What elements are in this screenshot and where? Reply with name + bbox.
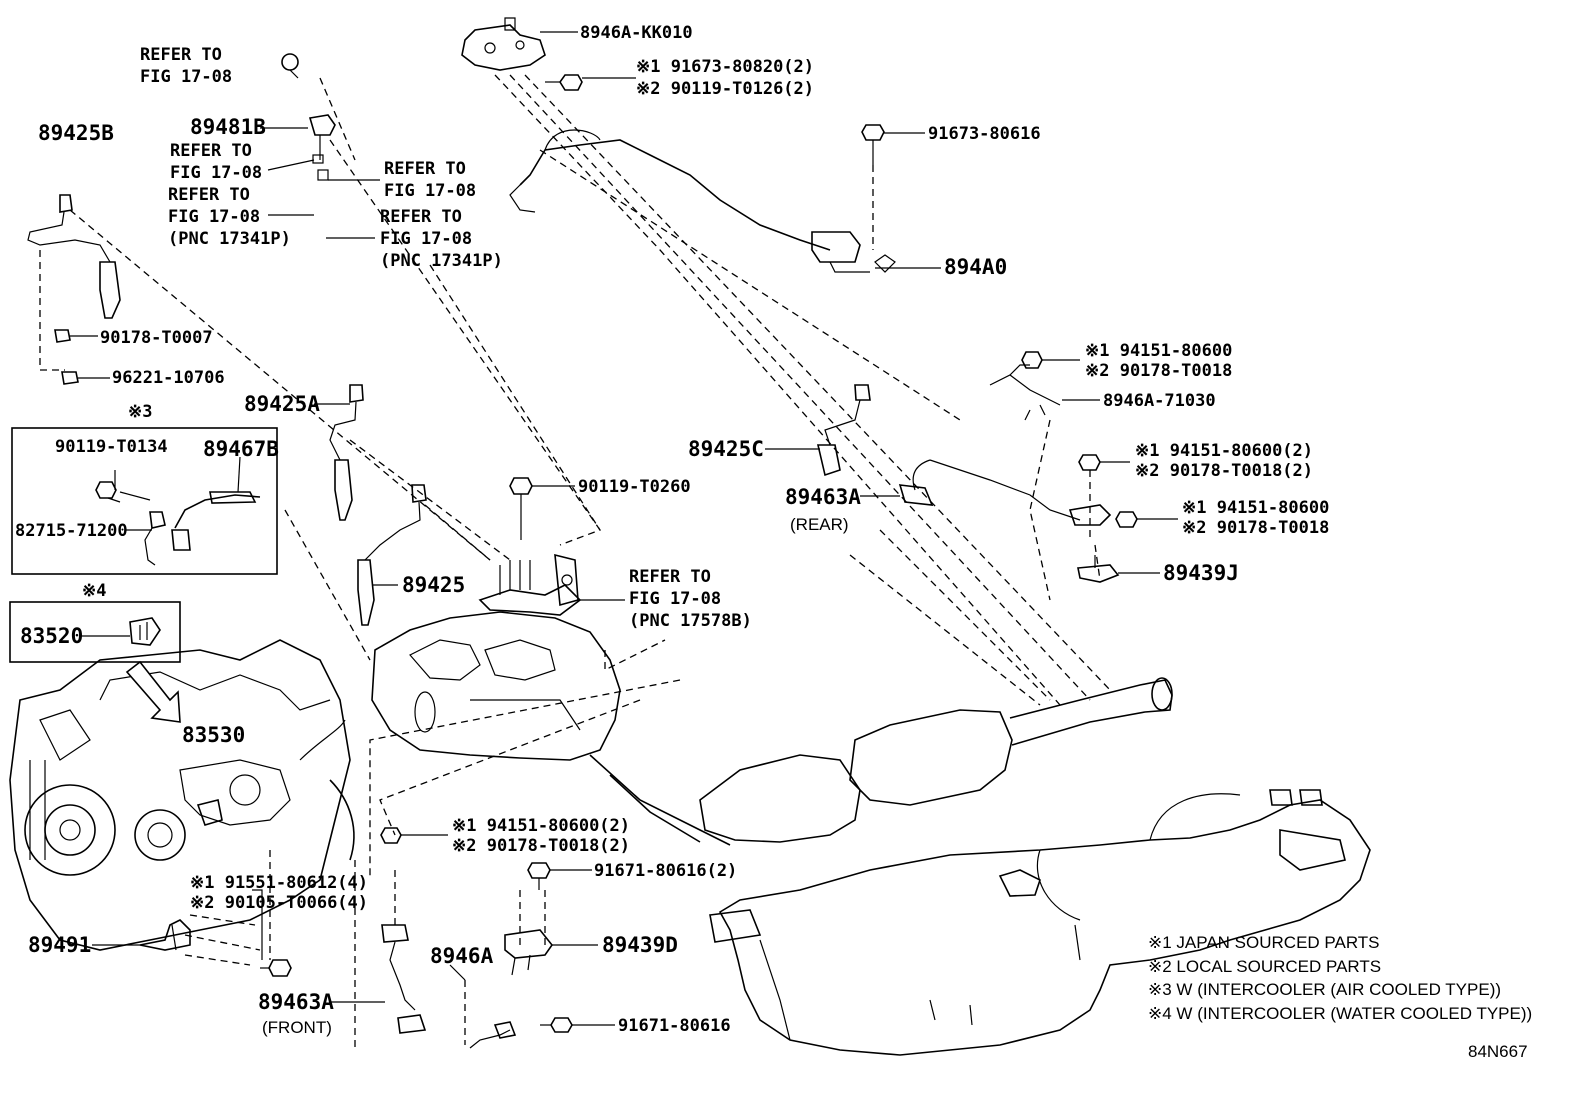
assembly-guide-lines — [39, 74, 1111, 1050]
refer-label-f2: FIG 17-08 — [629, 589, 721, 609]
part-label-90105-t0066: ※2 90105-T0066(4) — [190, 893, 368, 913]
harness-894a0 — [509, 129, 896, 273]
legend-note-4: ※4 W (INTERCOOLER (WATER COOLED TYPE)) — [1148, 1004, 1532, 1023]
part-label-90119-t0126: ※2 90119-T0126(2) — [636, 79, 814, 99]
refer-label-e2: FIG 17-08 — [380, 229, 472, 249]
part-label-89425: 89425 — [402, 573, 465, 597]
refer-label-d1: REFER TO — [168, 185, 250, 205]
part-label-89481b: 89481B — [190, 115, 266, 139]
part-label-90178-t0018-2b: ※2 90178-T0018(2) — [452, 836, 630, 856]
sensor-89491 — [139, 919, 191, 951]
front-position-label: (FRONT) — [262, 1018, 332, 1037]
sensor-89463a-front — [380, 827, 427, 1034]
nut-94151-80600-2a — [1078, 454, 1101, 471]
refer-label-c2: FIG 17-08 — [384, 181, 476, 201]
part-label-89439d: 89439D — [602, 933, 678, 957]
fuel-tank-assembly — [709, 789, 1371, 1056]
leader-lines — [70, 31, 1178, 1026]
sensor-89481b — [308, 114, 336, 181]
engine-assembly — [9, 639, 355, 951]
note3-marker: ※3 — [128, 402, 152, 422]
transmission-assembly — [371, 611, 621, 761]
part-label-89425b: 89425B — [38, 121, 114, 145]
intercooler-air-detail-box — [11, 427, 278, 575]
note4-marker: ※4 — [82, 581, 106, 601]
part-label-89467b: 89467B — [203, 437, 279, 461]
part-label-91673-80820: ※1 91673-80820(2) — [636, 57, 814, 77]
clip-90178-t0007 — [54, 329, 71, 343]
diagram-id: 84N667 — [1468, 1042, 1528, 1061]
nut-94151-80600-b — [1115, 511, 1138, 528]
part-label-89425a: 89425A — [244, 392, 320, 416]
refer-label-e3: (PNC 17341P) — [380, 251, 503, 271]
part-label-89463a-rear: 89463A — [785, 485, 861, 509]
sensor-89425 — [357, 484, 427, 626]
refer-label-b1: REFER TO — [170, 141, 252, 161]
part-label-94151-80600-b: ※1 94151-80600 — [1182, 498, 1329, 518]
part-label-89463a-front: 89463A — [258, 990, 334, 1014]
legend-note-2: ※2 LOCAL SOURCED PARTS — [1148, 957, 1381, 976]
clip-96221-10706 — [61, 371, 79, 385]
part-label-8946a-71030: 8946A-71030 — [1103, 391, 1216, 411]
refer-label-c1: REFER TO — [384, 159, 466, 179]
part-label-8946a-kk010: 8946A-KK010 — [580, 23, 693, 43]
rear-position-label: (REAR) — [790, 515, 849, 534]
part-label-91551-80612: ※1 91551-80612(4) — [190, 873, 368, 893]
legend-note-1: ※1 JAPAN SOURCED PARTS — [1148, 933, 1380, 952]
part-label-91671-80616-2: 91671-80616(2) — [594, 861, 737, 881]
part-label-90178-t0018-b: ※2 90178-T0018 — [1182, 518, 1329, 538]
refer-label-d2: FIG 17-08 — [168, 207, 260, 227]
part-label-83530: 83530 — [182, 723, 245, 747]
part-label-91673-80616: 91673-80616 — [928, 124, 1041, 144]
bolt-91673-80616 — [861, 124, 885, 250]
part-label-90119-t0134: 90119-T0134 — [55, 437, 168, 457]
bracket-8946a-kk010 — [461, 17, 546, 71]
arrow-83530 — [125, 660, 181, 723]
part-label-89425c: 89425C — [688, 437, 764, 461]
refer-label-f3: (PNC 17578B) — [629, 611, 752, 631]
refer-label-b2: FIG 17-08 — [170, 163, 262, 183]
bolt-91673-80820 — [545, 74, 583, 91]
refer-label-a1: REFER TO — [140, 45, 222, 65]
intercooler-water-detail-box — [9, 601, 181, 663]
part-label-83520: 83520 — [20, 624, 83, 648]
bracket-89439d — [504, 862, 553, 976]
part-label-96221-10706: 96221-10706 — [112, 368, 225, 388]
legend-note-3: ※3 W (INTERCOOLER (AIR COOLED TYPE)) — [1148, 980, 1501, 999]
part-label-8946a: 8946A — [430, 944, 494, 968]
part-label-91671-80616: 91671-80616 — [618, 1016, 731, 1036]
part-label-894a0: 894A0 — [944, 255, 1007, 279]
part-label-90178-t0018-2a: ※2 90178-T0018(2) — [1135, 461, 1313, 481]
refer-label-a2: FIG 17-08 — [140, 67, 232, 87]
part-label-89439j: 89439J — [1163, 561, 1239, 585]
sensor-89463a-rear — [898, 459, 1081, 521]
sensor-89425b — [27, 194, 121, 319]
bracket-89439j — [1077, 555, 1120, 583]
refer-label-f1: REFER TO — [629, 567, 711, 587]
harness-8946a-71030 — [989, 351, 1061, 421]
bolt-91671-80616 — [540, 1017, 573, 1033]
part-label-90178-t0007: 90178-T0007 — [100, 328, 213, 348]
part-label-94151-80600-2a: ※1 94151-80600(2) — [1135, 441, 1313, 461]
sensor-89425c — [816, 384, 871, 477]
bolt-91551-80612 — [260, 959, 292, 977]
refer-label-d3: (PNC 17341P) — [168, 229, 291, 249]
bracket-assembly-90119-t0260 — [478, 477, 582, 616]
part-label-94151-80600-2b: ※1 94151-80600(2) — [452, 816, 630, 836]
part-label-82715-71200: 82715-71200 — [15, 521, 128, 541]
exhaust-pipe-assembly — [589, 677, 1173, 846]
part-label-89491: 89491 — [28, 933, 91, 957]
clip-refer-fig — [281, 53, 299, 79]
harness-8946a — [469, 1021, 517, 1049]
part-label-90119-t0260: 90119-T0260 — [578, 477, 691, 497]
refer-label-e1: REFER TO — [380, 207, 462, 227]
part-label-90178-t0018-a: ※2 90178-T0018 — [1085, 361, 1232, 381]
part-label-94151-80600-a: ※1 94151-80600 — [1085, 341, 1232, 361]
bracket-rear-sensor — [1068, 504, 1112, 526]
labels: REFER TO FIG 17-08 REFER TO FIG 17-08 RE… — [15, 23, 1532, 1061]
sensor-89425a — [329, 384, 364, 521]
